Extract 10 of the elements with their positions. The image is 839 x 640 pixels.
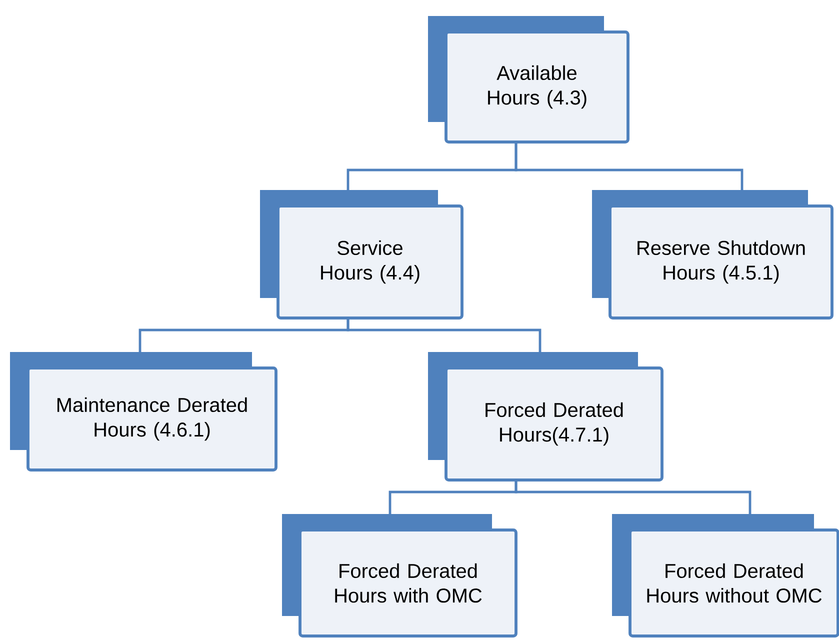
connector-line xyxy=(514,481,752,514)
connector-line xyxy=(514,143,744,190)
hierarchy-box: Available Hours (4.3) xyxy=(428,16,630,144)
connector-line xyxy=(346,319,542,352)
hierarchy-box: Forced Derated Hours without OMC xyxy=(612,514,839,638)
hierarchy-box: Forced Derated Hours(4.7.1) xyxy=(428,352,664,482)
hierarchy-box: Maintenance Derated Hours (4.6.1) xyxy=(10,352,278,472)
hierarchy-box: Reserve Shutdown Hours (4.5.1) xyxy=(592,190,834,320)
hierarchy-box: Service Hours (4.4) xyxy=(260,190,464,320)
hierarchy-box: Forced Derated Hours with OMC xyxy=(282,514,518,638)
